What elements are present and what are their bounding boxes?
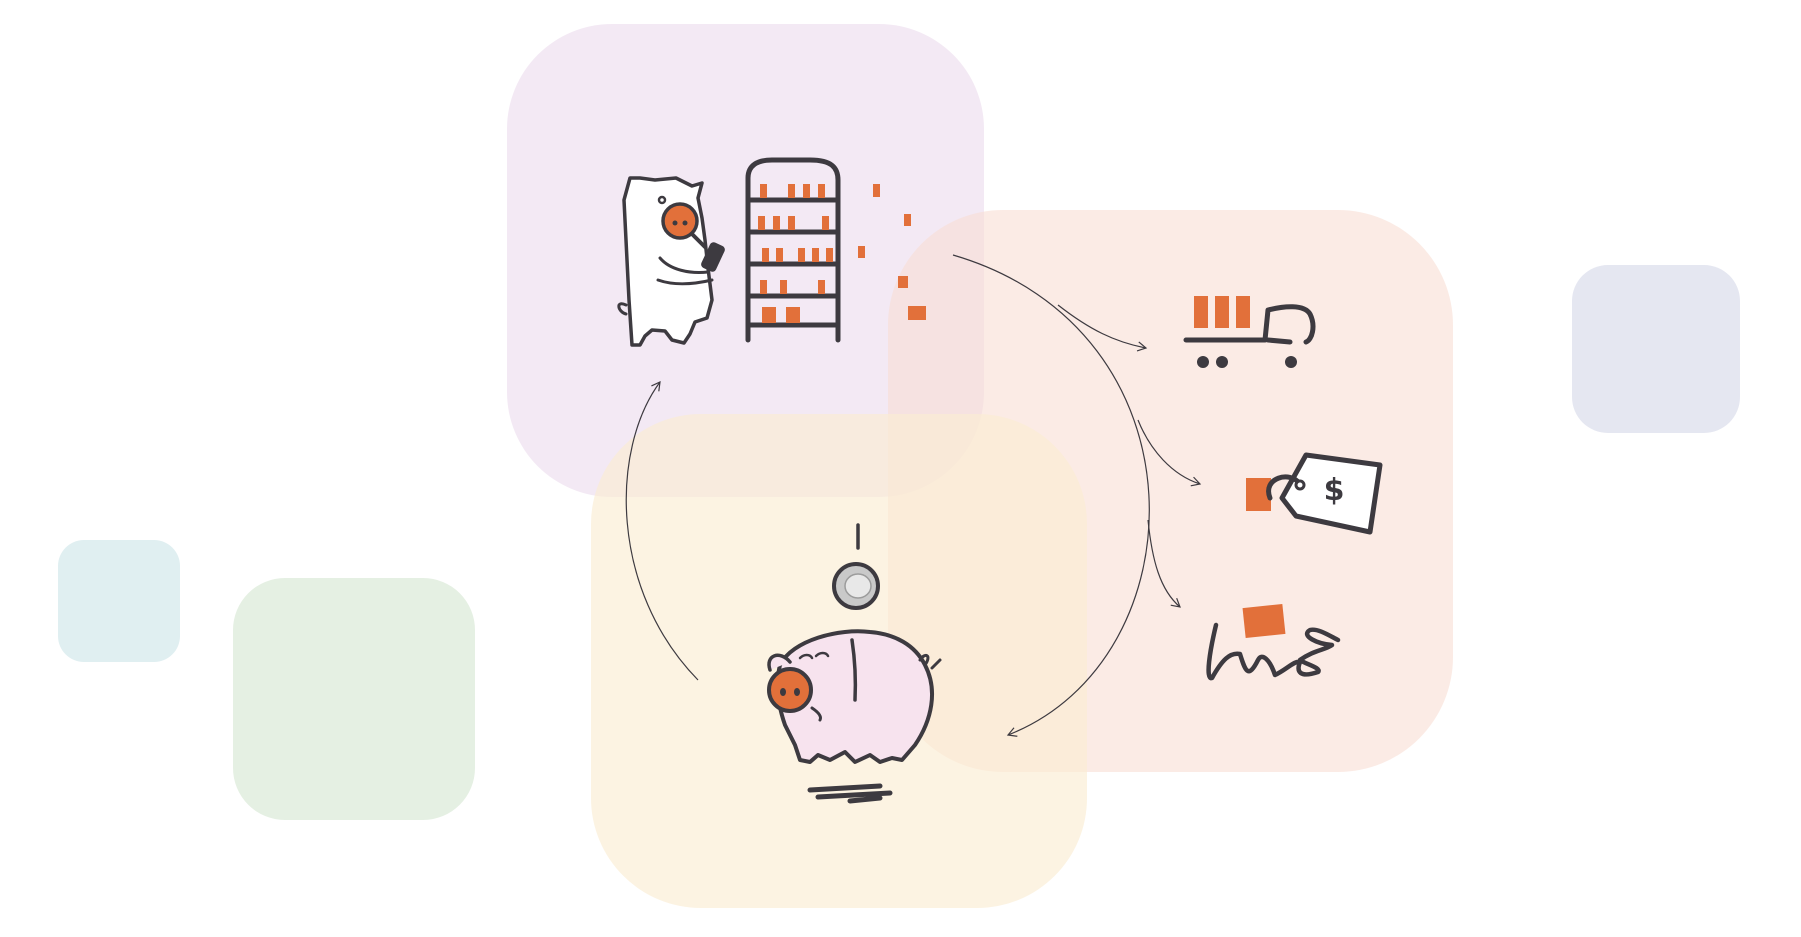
price-tag-body xyxy=(1279,452,1383,535)
cycle-arrows xyxy=(625,254,1202,737)
snout-nostril-left xyxy=(672,220,678,226)
signature-scribble xyxy=(1206,622,1341,681)
piggy-bank-ear xyxy=(767,653,792,672)
shelf-icon xyxy=(745,157,926,343)
signature-accent xyxy=(1242,603,1286,639)
magnifier-lens xyxy=(661,202,699,240)
cart-items xyxy=(1194,296,1250,328)
piggy-bank-icon xyxy=(767,629,942,804)
phone xyxy=(701,242,725,272)
arrow-to-price-tag xyxy=(1137,419,1202,487)
cart-wheel-3 xyxy=(1285,356,1297,368)
piggy-bank-mouth xyxy=(810,706,822,722)
coin-shine xyxy=(844,573,872,599)
shelf-frame xyxy=(745,157,841,343)
shelf-products xyxy=(758,184,833,323)
piggy-bank-nostril-right xyxy=(794,688,800,696)
price-tag-symbol: $ xyxy=(1324,473,1345,508)
panel-cyan xyxy=(58,540,180,662)
cart-icon xyxy=(1183,296,1316,368)
floating-products xyxy=(858,184,926,320)
cart-body xyxy=(1183,304,1316,345)
piggy-bank-tail xyxy=(918,653,942,670)
pig-shopper-tail xyxy=(617,302,628,316)
piggy-bank-snout xyxy=(767,667,813,713)
pig-shopper-icon xyxy=(617,176,725,347)
arrow-to-shopper xyxy=(625,381,699,681)
piggy-bank-slot xyxy=(850,638,858,702)
pig-shopper-body xyxy=(622,176,714,347)
pig-shopper-arm xyxy=(658,256,710,274)
arrow-to-cart xyxy=(1057,304,1148,352)
panel-lavender xyxy=(1572,265,1740,433)
cart-wheel-1 xyxy=(1197,356,1209,368)
panel-green xyxy=(233,578,475,820)
arrow-to-piggy-bank xyxy=(952,254,1150,737)
magnifier-handle xyxy=(690,232,707,249)
piggy-bank-eyes xyxy=(798,651,830,660)
shelf-boards xyxy=(745,197,841,328)
signature-icon xyxy=(1206,603,1341,681)
snout-nostril-right xyxy=(682,220,688,226)
price-tag-hole xyxy=(1294,479,1306,491)
price-tag-icon: $ xyxy=(1246,452,1383,535)
coin-icon xyxy=(832,523,880,610)
pig-shopper-eye xyxy=(657,195,667,205)
piggy-bank-nostril-left xyxy=(780,688,786,696)
piggy-bank-shadow xyxy=(807,783,893,804)
cart-wheel-2 xyxy=(1216,356,1228,368)
arrow-to-signature xyxy=(1147,519,1181,608)
pig-shopper-arm-2 xyxy=(656,278,714,286)
